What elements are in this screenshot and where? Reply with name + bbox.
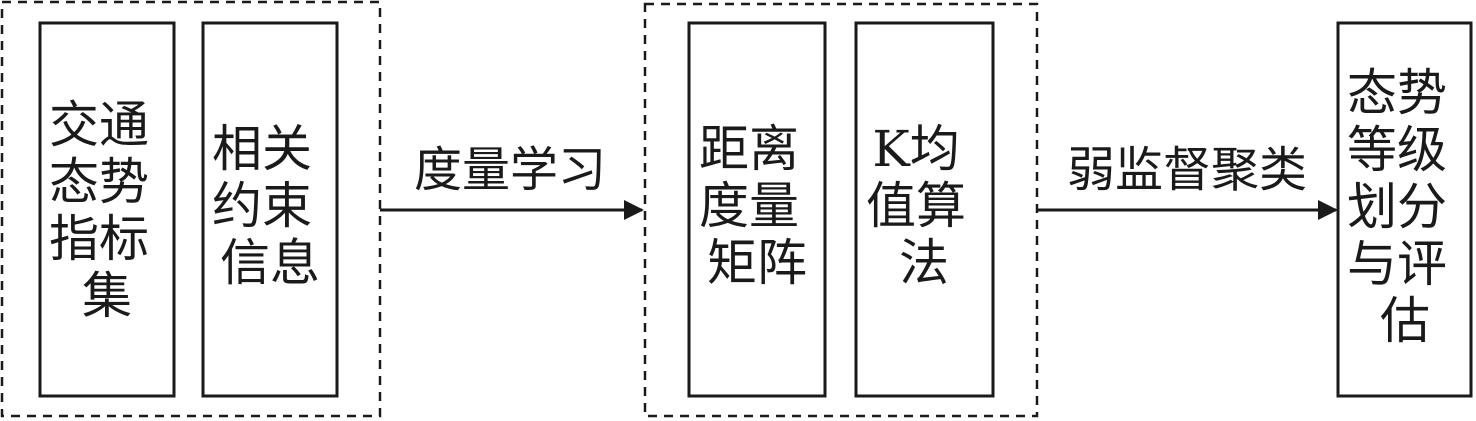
distance-matrix-label: 距离 度量 矩阵 bbox=[699, 120, 815, 292]
kmeans-line-2: 值算 bbox=[866, 177, 966, 235]
grading-label: 态势 等级 划分 与评 估 bbox=[1347, 64, 1463, 350]
constraint-info-box bbox=[201, 21, 339, 398]
kmeans-label: K均 值算 法 bbox=[866, 120, 982, 292]
distance-matrix-line-1: 距离 bbox=[699, 120, 799, 178]
distance-matrix-line-3: 矩阵 bbox=[707, 234, 807, 292]
kmeans-line-1: K均 bbox=[872, 120, 959, 178]
grading-line-4: 与评 bbox=[1347, 235, 1447, 293]
constraint-info-line-3: 信息 bbox=[220, 234, 320, 292]
kmeans-line-3: 法 bbox=[899, 234, 949, 292]
traffic-indicators-line-4: 集 bbox=[82, 267, 132, 325]
kmeans-box bbox=[854, 21, 995, 398]
constraint-info-label: 相关 约束 信息 bbox=[212, 120, 328, 292]
grading-line-2: 等级 bbox=[1347, 121, 1447, 179]
metric-learning-label: 度量学习 bbox=[414, 142, 606, 198]
grading-box bbox=[1336, 21, 1473, 398]
traffic-indicators-line-1: 交通 bbox=[49, 96, 149, 154]
traffic-indicators-label: 交通 态势 指标 集 bbox=[49, 96, 165, 325]
distance-matrix-box bbox=[687, 21, 827, 398]
constraint-info-line-2: 约束 bbox=[212, 177, 312, 235]
grading-line-3: 划分 bbox=[1347, 178, 1447, 236]
weak-supervised-clustering-label: 弱监督聚类 bbox=[1067, 142, 1307, 198]
traffic-indicators-box bbox=[38, 21, 176, 398]
distance-matrix-line-2: 度量 bbox=[699, 177, 799, 235]
traffic-indicators-line-3: 指标 bbox=[49, 210, 149, 268]
grading-line-5: 估 bbox=[1380, 292, 1430, 350]
constraint-info-line-1: 相关 bbox=[212, 120, 312, 178]
traffic-indicators-line-2: 态势 bbox=[49, 153, 149, 211]
grading-line-1: 态势 bbox=[1347, 64, 1447, 122]
